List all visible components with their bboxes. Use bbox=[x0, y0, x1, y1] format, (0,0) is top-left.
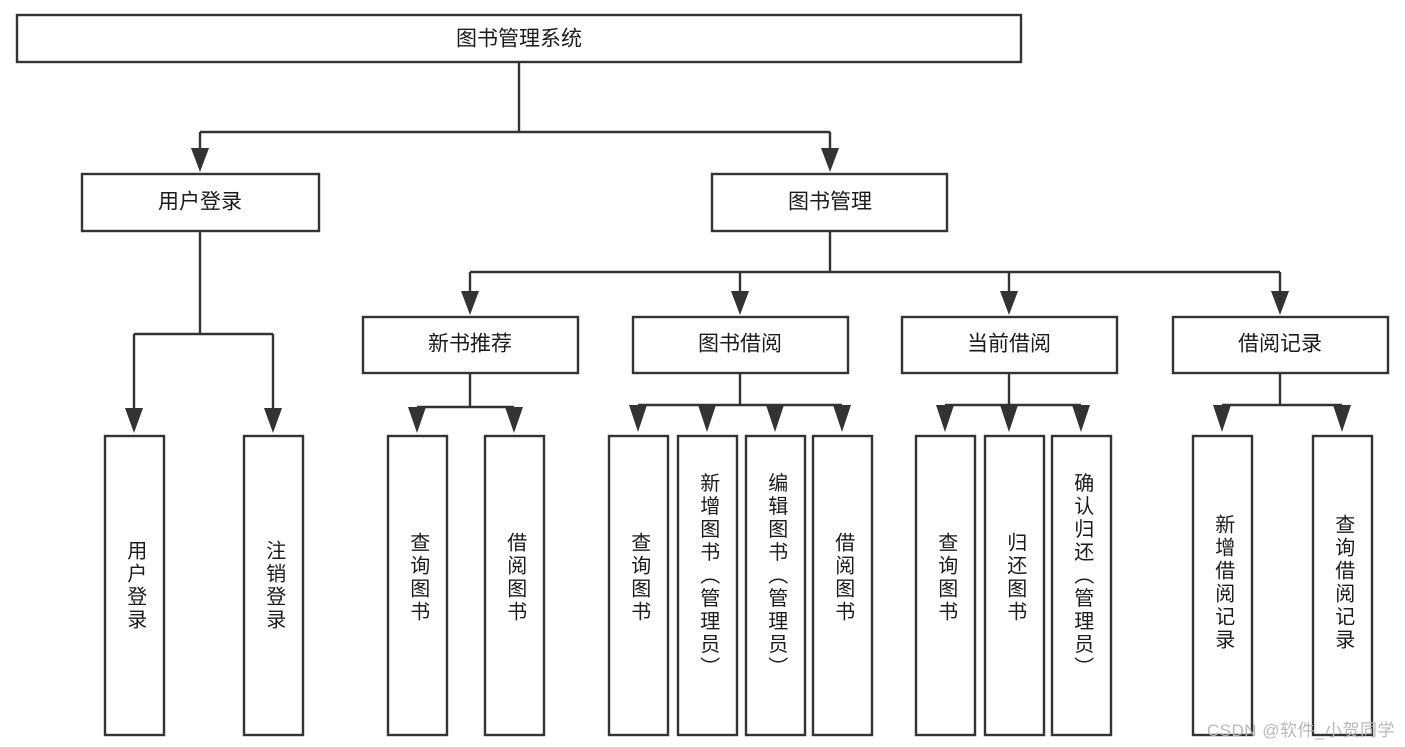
node-root-label: 图书管理系统 bbox=[456, 28, 582, 51]
arrow-head-leaf-add-book bbox=[698, 405, 716, 432]
arrow-head-leaf-logout-login bbox=[264, 408, 282, 433]
node-leaf-query-book-1[interactable]: 查询图书 bbox=[386, 434, 449, 737]
node-new-book-recommend[interactable]: 新书推荐 bbox=[361, 315, 580, 375]
node-borrow-record-label: 借阅记录 bbox=[1238, 333, 1322, 356]
node-leaf-return-book-box[interactable] bbox=[983, 434, 1046, 737]
node-borrow-record[interactable]: 借阅记录 bbox=[1171, 315, 1390, 375]
arrow-head-leaf-user-login bbox=[125, 408, 143, 433]
node-book-management-box[interactable] bbox=[710, 172, 949, 233]
arrow-head-user-login bbox=[191, 148, 209, 172]
node-leaf-query-book-2-label: 查询图书 bbox=[628, 532, 651, 624]
node-leaf-return-book-label: 归还图书 bbox=[1004, 532, 1027, 624]
arrow-head-leaf-query-book-3 bbox=[936, 405, 954, 432]
node-leaf-query-record-box[interactable] bbox=[1311, 434, 1374, 737]
node-leaf-borrow-book-1-label: 借阅图书 bbox=[504, 532, 527, 624]
arrow-head-current-borrow bbox=[1000, 291, 1018, 315]
arrow-head-leaf-query-record bbox=[1333, 405, 1351, 432]
node-leaf-borrow-book-2[interactable]: 借阅图书 bbox=[811, 434, 874, 737]
node-leaf-query-book-1-box[interactable] bbox=[386, 434, 449, 737]
node-user-login-box[interactable] bbox=[80, 172, 321, 233]
arrow-head-leaf-confirm-return bbox=[1072, 405, 1090, 432]
arrow-head-leaf-borrow-book-1 bbox=[505, 407, 523, 433]
node-leaf-user-login-label: 用户登录 bbox=[124, 540, 147, 632]
arrow-head-book-management bbox=[821, 148, 839, 172]
node-book-borrow-box[interactable] bbox=[631, 315, 850, 375]
arrow-head-leaf-edit-book bbox=[766, 405, 784, 432]
arrow-head-leaf-query-book-2 bbox=[629, 405, 647, 432]
arrow-head-new-book-recommend bbox=[461, 291, 479, 315]
node-leaf-query-book-3-label: 查询图书 bbox=[935, 532, 958, 624]
node-borrow-record-box[interactable] bbox=[1171, 315, 1390, 375]
node-leaf-logout-login-label: 注销登录 bbox=[263, 540, 286, 632]
node-root[interactable]: 图书管理系统 bbox=[15, 13, 1023, 64]
node-leaf-add-record-label: 新增借阅记录 bbox=[1212, 514, 1235, 652]
node-user-login-label: 用户登录 bbox=[158, 191, 242, 214]
node-leaf-logout-login[interactable]: 注销登录 bbox=[242, 434, 305, 737]
node-book-borrow-label: 图书借阅 bbox=[698, 333, 782, 356]
node-current-borrow-label: 当前借阅 bbox=[967, 333, 1051, 356]
node-new-book-recommend-label: 新书推荐 bbox=[428, 333, 512, 356]
connector-layer bbox=[125, 63, 1351, 433]
node-leaf-edit-book-box[interactable] bbox=[744, 434, 807, 737]
arrow-head-leaf-return-book bbox=[1000, 405, 1018, 432]
node-leaf-confirm-return-box[interactable] bbox=[1050, 434, 1113, 737]
node-book-management[interactable]: 图书管理 bbox=[710, 172, 949, 233]
node-leaf-add-book-label: 新增图书（管理员） bbox=[697, 472, 720, 679]
csdn-watermark: CSDN @软件_小贺同学 bbox=[1206, 721, 1395, 740]
node-leaf-query-record-label: 查询借阅记录 bbox=[1332, 514, 1355, 652]
node-book-borrow[interactable]: 图书借阅 bbox=[631, 315, 850, 375]
node-leaf-borrow-book-1[interactable]: 借阅图书 bbox=[483, 434, 546, 737]
arrow-head-leaf-query-book-1 bbox=[408, 407, 426, 433]
node-leaf-confirm-return[interactable]: 确认归还（管理员） bbox=[1050, 434, 1113, 737]
node-leaf-query-book-1-label: 查询图书 bbox=[407, 532, 430, 624]
node-new-book-recommend-box[interactable] bbox=[361, 315, 580, 375]
node-leaf-return-book[interactable]: 归还图书 bbox=[983, 434, 1046, 737]
arrow-head-book-borrow bbox=[731, 291, 749, 315]
node-leaf-logout-login-box[interactable] bbox=[242, 434, 305, 737]
node-leaf-add-book-box[interactable] bbox=[676, 434, 739, 737]
node-leaf-edit-book[interactable]: 编辑图书（管理员） bbox=[744, 434, 807, 737]
node-leaf-confirm-return-label: 确认归还（管理员） bbox=[1071, 472, 1094, 679]
node-current-borrow-box[interactable] bbox=[900, 315, 1119, 375]
node-leaf-borrow-book-1-box[interactable] bbox=[483, 434, 546, 737]
node-leaf-edit-book-label: 编辑图书（管理员） bbox=[765, 472, 788, 679]
node-leaf-add-book[interactable]: 新增图书（管理员） bbox=[676, 434, 739, 737]
node-leaf-add-record[interactable]: 新增借阅记录 bbox=[1191, 434, 1254, 737]
arrow-head-borrow-record bbox=[1271, 291, 1289, 315]
node-book-management-label: 图书管理 bbox=[788, 191, 872, 214]
arrow-head-leaf-add-record bbox=[1213, 405, 1231, 432]
node-leaf-query-book-3-box[interactable] bbox=[914, 434, 977, 737]
node-leaf-query-record[interactable]: 查询借阅记录 bbox=[1311, 434, 1374, 737]
node-leaf-borrow-book-2-box[interactable] bbox=[811, 434, 874, 737]
node-leaf-query-book-3[interactable]: 查询图书 bbox=[914, 434, 977, 737]
node-leaf-user-login-box[interactable] bbox=[103, 434, 166, 737]
node-leaf-query-book-2-box[interactable] bbox=[607, 434, 670, 737]
node-user-login[interactable]: 用户登录 bbox=[80, 172, 321, 233]
arrow-head-leaf-borrow-book-2 bbox=[833, 405, 851, 432]
node-leaf-user-login[interactable]: 用户登录 bbox=[103, 434, 166, 737]
node-leaf-borrow-book-2-label: 借阅图书 bbox=[832, 532, 855, 624]
node-root-box[interactable] bbox=[15, 13, 1023, 64]
node-current-borrow[interactable]: 当前借阅 bbox=[900, 315, 1119, 375]
node-leaf-add-record-box[interactable] bbox=[1191, 434, 1254, 737]
node-leaf-query-book-2[interactable]: 查询图书 bbox=[607, 434, 670, 737]
